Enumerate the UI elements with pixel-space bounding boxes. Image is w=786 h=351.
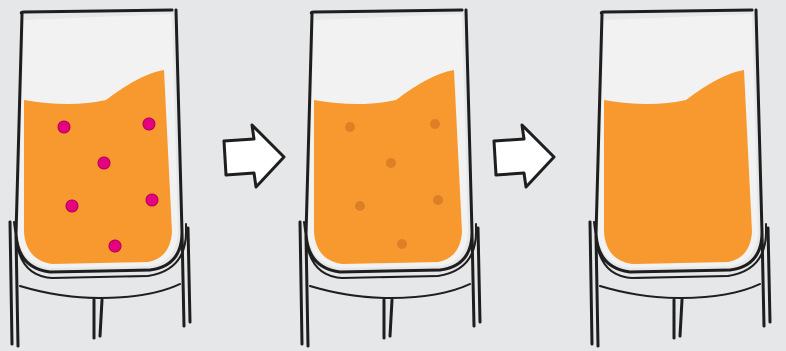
faded-particle-dot-icon xyxy=(386,158,396,168)
stand-leg-center xyxy=(672,298,684,340)
stage-1-glass xyxy=(8,8,192,348)
particle-dot-icon xyxy=(97,156,111,170)
stage-3-glass xyxy=(588,8,772,348)
particle-dot-icon xyxy=(142,117,156,131)
faded-particle-dot-icon xyxy=(430,119,440,129)
stand-base xyxy=(309,283,471,299)
liquid xyxy=(24,70,172,264)
faded-particle-dot-icon xyxy=(345,122,355,132)
liquid xyxy=(604,70,752,264)
stand-base xyxy=(599,283,761,299)
stand-leg-center xyxy=(382,298,394,340)
faded-particle-dots xyxy=(345,119,443,249)
particle-dot-icon xyxy=(57,120,71,134)
right-arrow-icon xyxy=(222,123,286,189)
particle-dot-icon xyxy=(145,193,159,207)
particle-dot-icon xyxy=(108,239,122,253)
stand-leg-right xyxy=(180,226,192,328)
particle-dots xyxy=(57,117,159,253)
stand-leg-right xyxy=(470,226,482,328)
faded-particle-dot-icon xyxy=(433,195,443,205)
stand-leg-center xyxy=(92,298,104,340)
stage-2-glass xyxy=(298,8,482,348)
faded-particle-dot-icon xyxy=(355,201,365,211)
arrow-1 xyxy=(222,123,286,189)
arrow-2 xyxy=(492,123,556,189)
faded-particle-dot-icon xyxy=(397,239,407,249)
right-arrow-icon xyxy=(492,123,556,189)
stand-leg-left xyxy=(8,220,20,348)
stand-leg-left xyxy=(588,220,600,348)
stand-base xyxy=(19,283,181,299)
stand-leg-left xyxy=(298,220,310,348)
stand-leg-right xyxy=(760,226,772,328)
particle-dot-icon xyxy=(65,199,79,213)
